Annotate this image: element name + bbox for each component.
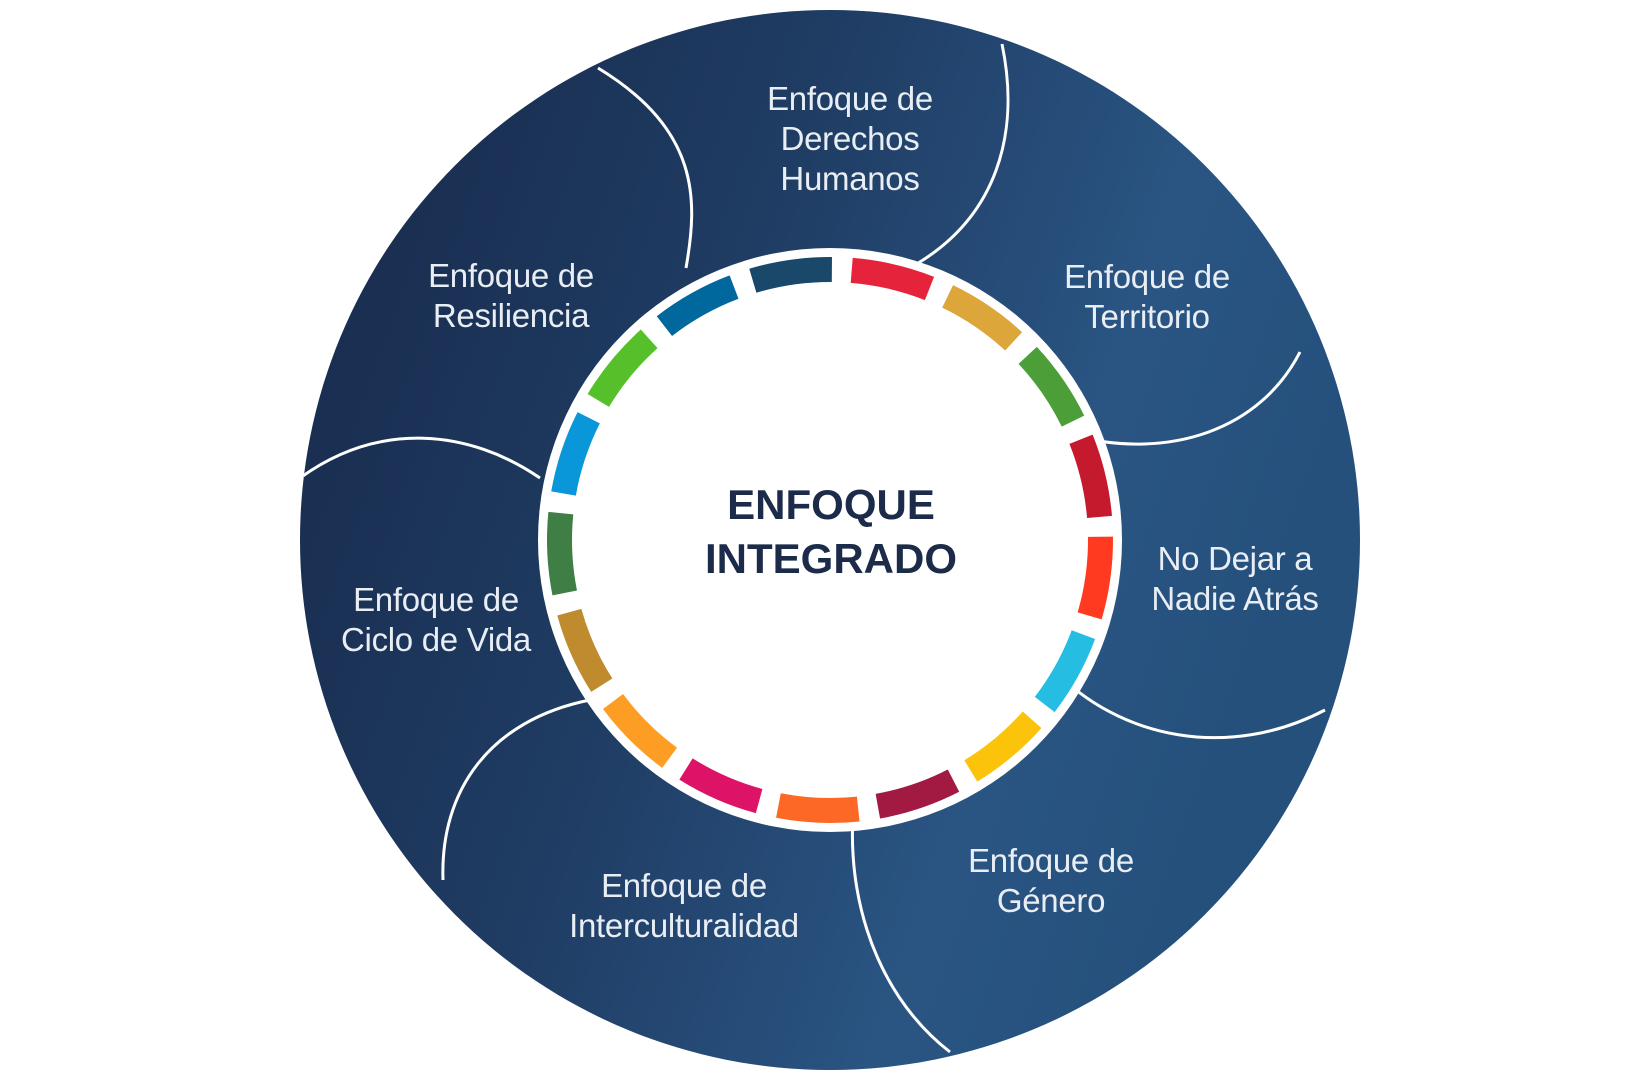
sdg-segment-3 [1018,346,1085,427]
segment-label-line: Interculturalidad [569,907,799,944]
segment-label-line: Resiliencia [432,297,590,334]
sdg-segment-9 [776,793,860,823]
segment-derechos-humanos: Enfoque de Derechos Humanos [720,79,980,199]
segment-divider-1 [597,66,694,269]
segment-label-line: Derechos [780,120,920,157]
segment-label-line: Enfoque de [601,867,767,904]
sdg-segment-12 [557,608,613,692]
segment-label-line: Enfoque de [767,80,933,117]
segment-genero: Enfoque de Género [921,841,1181,921]
segment-divider-2 [905,43,1010,272]
segment-label-line: Enfoque de [968,842,1134,879]
segment-divider-4 [1050,666,1326,740]
center-title: ENFOQUE INTEGRADO [705,478,957,586]
sdg-segment-10 [679,758,763,814]
segment-resiliencia: Enfoque de Resiliencia [381,256,641,336]
sdg-segment-7 [964,711,1042,782]
sdg-segment-13 [547,511,577,596]
sdg-segment-6 [1034,630,1096,713]
sdg-segment-2 [942,285,1023,351]
sdg-segment-4 [1069,434,1112,518]
segment-dividers [300,43,1326,1054]
segment-label-line: Género [996,882,1106,919]
segment-label-line: Humanos [780,160,920,197]
sdg-segment-15 [587,329,658,407]
center-disc [580,290,1080,790]
segment-label-line: Nadie Atrás [1151,580,1319,617]
segment-divider-3 [1073,351,1302,446]
segment-interculturalidad: Enfoque de Interculturalidad [554,866,814,946]
segment-label-line: Enfoque de [353,581,519,618]
sdg-segment-17 [749,257,832,293]
segment-label-line: No Dejar a [1157,540,1313,577]
sdg-color-ring [547,257,1113,823]
center-title-line1: ENFOQUE [727,481,935,528]
sdg-segment-16 [656,275,739,337]
sdg-segment-5 [1077,536,1113,620]
segment-divider-6 [441,698,591,881]
sdg-segment-1 [850,257,935,301]
segment-label-line: Enfoque de [428,257,594,294]
sdg-segment-8 [875,769,960,819]
segment-label-line: Territorio [1084,298,1210,335]
segment-divider-7 [300,436,541,480]
center-title-line2: INTEGRADO [705,535,957,582]
sdg-segment-11 [602,694,678,768]
segment-no-dejar-a-nadie-atras: No Dejar a Nadie Atrás [1105,539,1365,619]
segment-label-line: Enfoque de [1064,258,1230,295]
segment-ciclo-de-vida: Enfoque de Ciclo de Vida [306,580,566,660]
segment-territorio: Enfoque de Territorio [1017,257,1277,337]
sdg-segment-14 [551,412,600,496]
segment-label-line: Ciclo de Vida [341,621,531,658]
